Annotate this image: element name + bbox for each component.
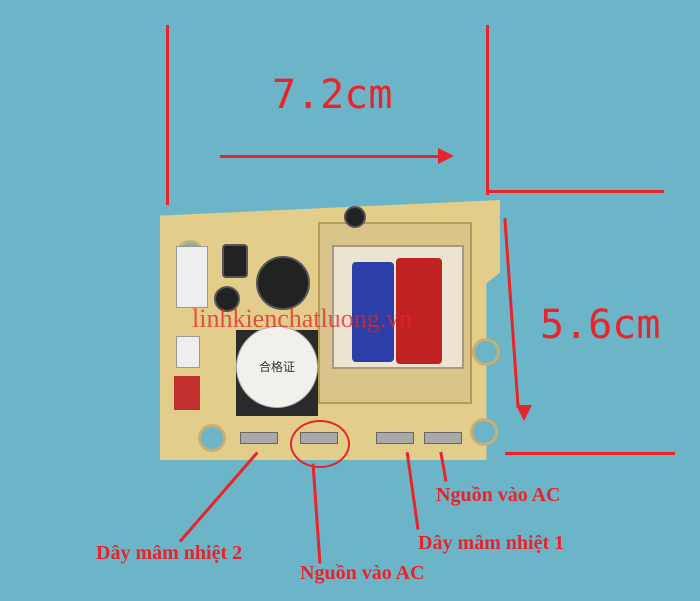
dimension-line-top bbox=[486, 190, 664, 193]
mount-hole bbox=[470, 418, 498, 446]
label-ac-input-1: Nguồn vào AC bbox=[436, 484, 561, 506]
terminal-wire-plate-2 bbox=[240, 432, 278, 444]
buzzer bbox=[256, 256, 310, 310]
width-label: 7.2cm bbox=[272, 72, 393, 118]
red-connector bbox=[174, 376, 200, 410]
arrow-wire-plate-2 bbox=[178, 451, 259, 543]
connector bbox=[176, 336, 200, 368]
capacitor bbox=[222, 244, 248, 278]
capacitor bbox=[214, 286, 240, 312]
height-label: 5.6cm bbox=[540, 302, 661, 348]
relay-label-stamp: 合格证 bbox=[236, 326, 318, 408]
terminal-ac-input-1 bbox=[424, 432, 462, 444]
mount-hole bbox=[198, 424, 226, 452]
height-arrow-shaft bbox=[503, 218, 520, 408]
label-wire-plate-1: Dây mâm nhiệt 1 bbox=[418, 532, 565, 554]
dimension-line-left bbox=[166, 25, 169, 205]
height-arrow-head bbox=[516, 405, 532, 421]
width-arrow-head bbox=[438, 148, 454, 164]
label-wire-plate-2: Dây mâm nhiệt 2 bbox=[96, 542, 243, 564]
capacitor bbox=[344, 206, 366, 228]
highlight-circle bbox=[290, 420, 350, 468]
terminal-wire-plate-1 bbox=[376, 432, 414, 444]
label-ac-input-2: Nguồn vào AC bbox=[300, 562, 425, 584]
width-arrow-shaft bbox=[220, 155, 440, 158]
arrow-wire-plate-1 bbox=[405, 452, 420, 530]
blue-coil bbox=[352, 262, 394, 362]
connector bbox=[176, 246, 208, 308]
arrow-ac-input-2 bbox=[311, 463, 322, 564]
watermark: linhkienchatluong.vn bbox=[192, 304, 413, 333]
dimension-line-bottom bbox=[505, 452, 675, 455]
red-coil bbox=[396, 258, 442, 364]
mount-hole bbox=[472, 338, 500, 366]
dimension-line-right bbox=[486, 25, 489, 195]
